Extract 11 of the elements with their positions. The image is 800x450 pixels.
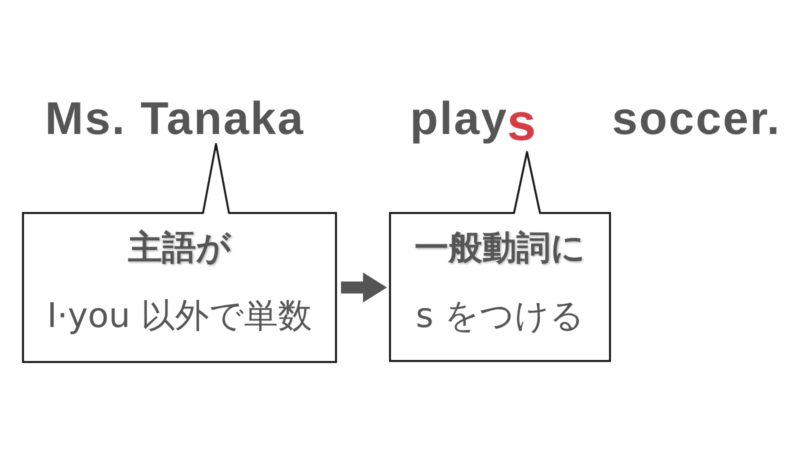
word-text: Ms. Tanaka [45, 95, 305, 141]
word-text: play [410, 95, 508, 141]
arrow [341, 272, 387, 302]
word-text: soccer. [612, 95, 782, 141]
callout-box [22, 212, 337, 363]
callout-text: I·you 以外で単数 [46, 299, 312, 333]
callout-text: 主語が [128, 231, 231, 265]
callout-text: 一般動詞に [414, 231, 586, 265]
callout-text: s をつける [416, 299, 584, 333]
suffix-letter: s [507, 97, 538, 149]
callout-box [389, 212, 611, 362]
